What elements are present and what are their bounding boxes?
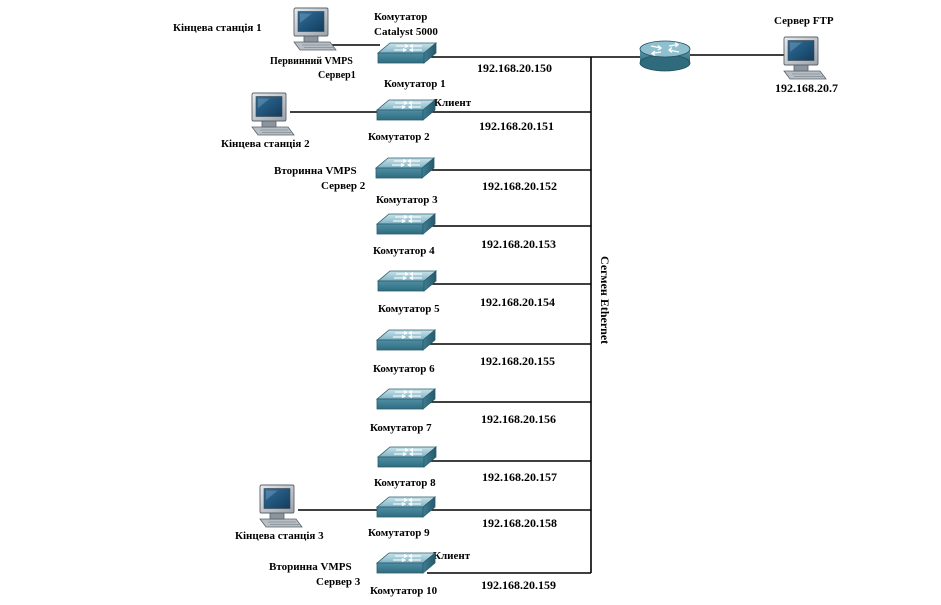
end-station-3-label: Кінцева станція 3 (235, 530, 324, 542)
switch-4-ip: 192.168.20.153 (481, 237, 556, 251)
switch-10-icon[interactable] (376, 552, 436, 574)
switch-2-name: Комутатор 2 (368, 131, 430, 143)
ftp-server-label: Сервер FTP (774, 15, 834, 27)
switch-10-client-tag: Клиент (433, 550, 471, 562)
switch-2-icon[interactable] (376, 99, 436, 121)
switch-6-name: Комутатор 6 (373, 363, 435, 375)
switch-1-role-line2: Сервер1 (318, 70, 356, 81)
switch-5-ip: 192.168.20.154 (480, 295, 555, 309)
switch-10-role-line2: Сервер 3 (316, 576, 361, 588)
router-icon[interactable] (639, 40, 691, 72)
switch-5-icon[interactable] (377, 270, 437, 292)
switch-9-ip: 192.168.20.158 (482, 516, 557, 530)
switch-8-ip: 192.168.20.157 (482, 470, 557, 484)
switch-3-role-line2: Сервер 2 (321, 180, 366, 192)
end-station-2-icon[interactable] (251, 92, 295, 136)
end-station-1-icon[interactable] (293, 7, 337, 51)
switch-10-ip: 192.168.20.159 (481, 578, 556, 592)
switch-1-name: Комутатор 1 (384, 78, 446, 90)
switch-7-icon[interactable] (376, 388, 436, 410)
switch-10-name: Комутатор 10 (370, 585, 438, 597)
switch-9-icon[interactable] (376, 496, 436, 518)
switch-8-icon[interactable] (377, 446, 437, 468)
switch-5-name: Комутатор 5 (378, 303, 440, 315)
switch-3-role-line1: Вторинна VMPS (274, 165, 357, 177)
switch-2-ip: 192.168.20.151 (479, 119, 554, 133)
ftp-server-ip: 192.168.20.7 (775, 81, 838, 95)
switch-8-name: Комутатор 8 (374, 477, 436, 489)
ethernet-wires (290, 44, 784, 574)
switch-3-name: Комутатор 3 (376, 194, 438, 206)
switch-1-ip: 192.168.20.150 (477, 61, 552, 75)
switch-1-header-line1: Комутатор (374, 11, 427, 23)
switch-10-role-line1: Вторинна VMPS (269, 561, 352, 573)
switch-1-role-line1: Первинний VMPS (270, 56, 353, 67)
switch-7-ip: 192.168.20.156 (481, 412, 556, 426)
switch-2-client-tag: Клиент (434, 97, 472, 109)
end-station-3-icon[interactable] (259, 484, 303, 528)
switch-1-icon[interactable] (377, 42, 437, 64)
switch-4-icon[interactable] (376, 213, 436, 235)
switch-7-name: Комутатор 7 (370, 422, 432, 434)
switch-3-ip: 192.168.20.152 (482, 179, 557, 193)
ethernet-segment-label: Сегмен Ethernet (598, 256, 612, 344)
switch-9-name: Комутатор 9 (368, 527, 430, 539)
switch-3-icon[interactable] (375, 157, 435, 179)
switch-6-ip: 192.168.20.155 (480, 354, 555, 368)
switch-6-icon[interactable] (376, 329, 436, 351)
end-station-2-label: Кінцева станція 2 (221, 138, 310, 150)
switch-4-name: Комутатор 4 (373, 245, 435, 257)
switch-1-header-line2: Catalyst 5000 (374, 26, 438, 38)
ftp-server-icon[interactable] (783, 36, 827, 80)
end-station-1-label: Кінцева станція 1 (173, 22, 262, 34)
